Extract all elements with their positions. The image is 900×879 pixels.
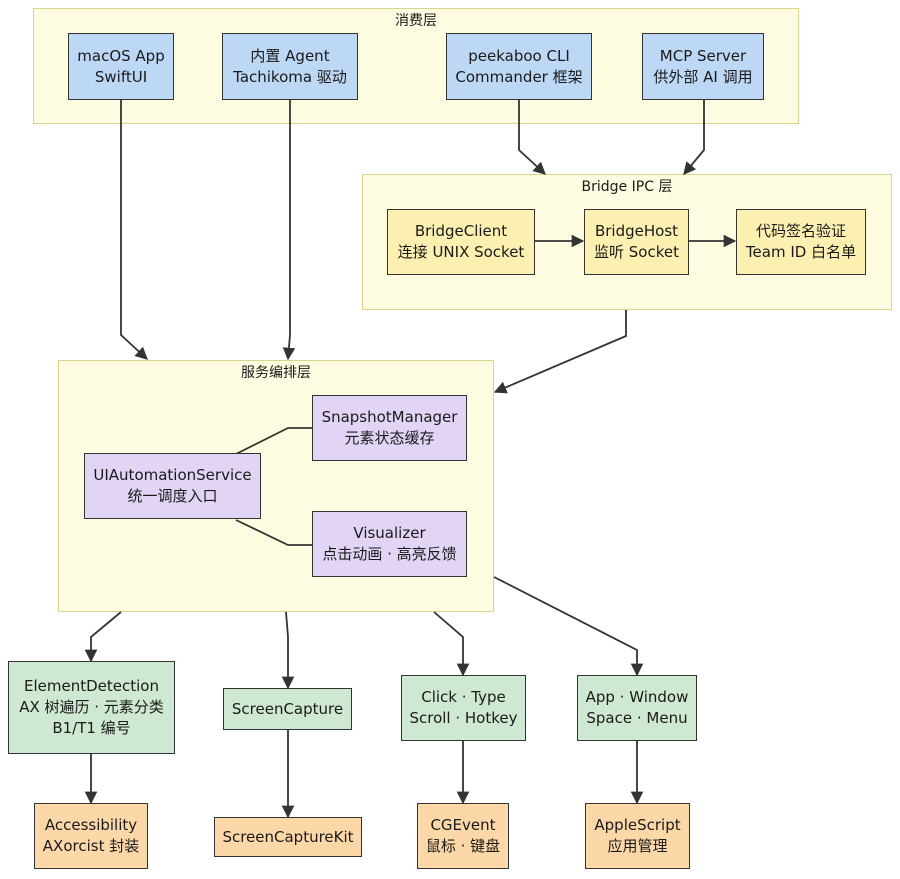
ui-automation-service-node: UIAutomationService 统一调度入口 xyxy=(84,453,261,519)
cgevent-node: CGEvent 鼠标 · 键盘 xyxy=(417,803,509,869)
app-window-subtitle: Space · Menu xyxy=(586,709,688,727)
input-subtitle: Scroll · Hotkey xyxy=(409,709,518,727)
app-window-node: App · Window Space · Menu xyxy=(577,675,697,741)
input-title: Click · Type xyxy=(421,688,506,706)
cgevent-subtitle: 鼠标 · 键盘 xyxy=(425,837,501,855)
visualizer-title: Visualizer xyxy=(353,524,426,542)
macos-app-subtitle: SwiftUI xyxy=(94,67,148,86)
macos-app-title: macOS App xyxy=(77,46,165,65)
codesign-subtitle: Team ID 白名单 xyxy=(745,243,857,261)
bridge-client-node: BridgeClient 连接 UNIX Socket xyxy=(387,209,535,275)
bridge-client-subtitle: 连接 UNIX Socket xyxy=(397,243,525,261)
bridge-client-title: BridgeClient xyxy=(414,222,508,240)
edge-bridge-to-service xyxy=(493,310,627,394)
screencapturekit-node: ScreenCaptureKit xyxy=(214,817,362,857)
app-window-title: App · Window xyxy=(585,688,689,706)
element-detection-node: ElementDetection AX 树遍历 · 元素分类 B1/T1 编号 xyxy=(8,661,175,754)
applescript-title: AppleScript xyxy=(594,816,681,834)
consumer-layer-title: 消费层 xyxy=(395,13,437,29)
service-layer-title: 服务编排层 xyxy=(241,365,311,381)
edge-service-to-elementdetection xyxy=(84,611,122,663)
cli-subtitle: Commander 框架 xyxy=(455,67,583,86)
edge-service-to-input xyxy=(433,611,470,677)
screencapturekit-title: ScreenCaptureKit xyxy=(222,827,354,846)
bridge-layer-title: Bridge IPC 层 xyxy=(581,179,673,195)
visualizer-node: Visualizer 点击动画 · 高亮反馈 xyxy=(312,511,467,577)
snapshot-title: SnapshotManager xyxy=(321,408,458,426)
visualizer-subtitle: 点击动画 · 高亮反馈 xyxy=(322,545,457,563)
snapshot-subtitle: 元素状态缓存 xyxy=(344,429,435,447)
accessibility-title: Accessibility xyxy=(44,816,138,834)
edge-service-to-screencapture xyxy=(281,611,295,690)
accessibility-subtitle: AXorcist 封装 xyxy=(42,837,140,855)
input-events-node: Click · Type Scroll · Hotkey xyxy=(401,675,526,741)
cli-title: peekaboo CLI xyxy=(468,46,570,65)
edge-agent-to-service xyxy=(282,100,296,361)
accessibility-node: Accessibility AXorcist 封装 xyxy=(34,803,148,869)
codesign-title: 代码签名验证 xyxy=(755,222,846,240)
agent-node: 内置 Agent Tachikoma 驱动 xyxy=(222,33,358,100)
agent-subtitle: Tachikoma 驱动 xyxy=(233,67,347,86)
macos-app-node: macOS App SwiftUI xyxy=(68,33,174,100)
ui-service-title: UIAutomationService xyxy=(93,466,252,484)
element-detection-note: B1/T1 编号 xyxy=(52,719,131,737)
mcp-title: MCP Server xyxy=(659,46,747,65)
applescript-node: AppleScript 应用管理 xyxy=(585,803,690,869)
cli-node: peekaboo CLI Commander 框架 xyxy=(446,33,592,100)
ui-service-subtitle: 统一调度入口 xyxy=(127,487,218,505)
mcp-server-node: MCP Server 供外部 AI 调用 xyxy=(642,33,764,100)
bridge-host-subtitle: 监听 Socket xyxy=(594,243,679,261)
cgevent-title: CGEvent xyxy=(430,816,496,834)
bridge-host-title: BridgeHost xyxy=(594,222,679,240)
edge-macos-app-to-service xyxy=(120,100,148,360)
screen-capture-title: ScreenCapture xyxy=(231,699,344,718)
bridge-host-node: BridgeHost 监听 Socket xyxy=(584,209,689,275)
mcp-subtitle: 供外部 AI 调用 xyxy=(653,67,753,86)
applescript-subtitle: 应用管理 xyxy=(607,837,668,855)
screen-capture-node: ScreenCapture xyxy=(223,688,352,730)
element-detection-title: ElementDetection xyxy=(24,677,159,695)
agent-title: 内置 Agent xyxy=(250,46,330,65)
edge-service-to-appwindow xyxy=(493,576,644,677)
snapshot-manager-node: SnapshotManager 元素状态缓存 xyxy=(312,395,467,461)
element-detection-subtitle: AX 树遍历 · 元素分类 xyxy=(19,698,164,716)
codesign-node: 代码签名验证 Team ID 白名单 xyxy=(736,209,866,275)
